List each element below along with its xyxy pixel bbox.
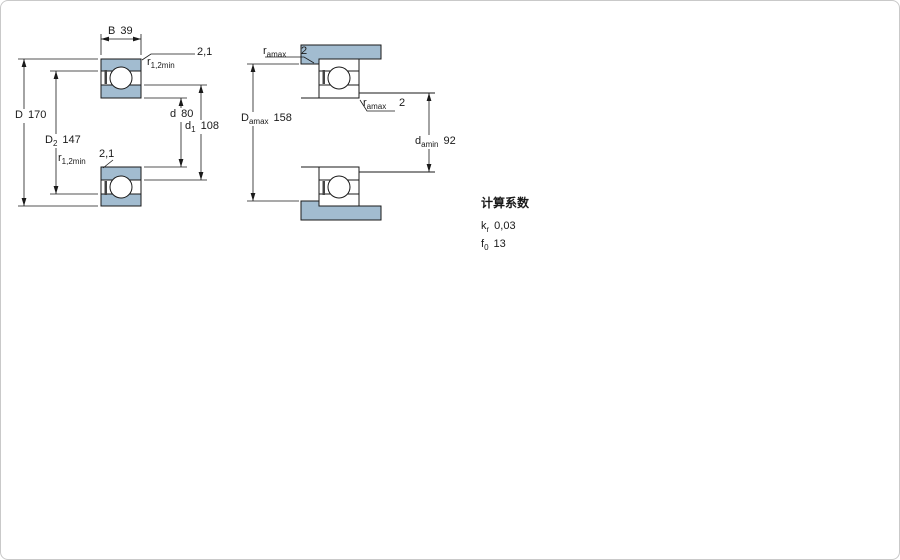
dim-d1-subscript: 1 bbox=[191, 125, 196, 135]
dim-Da-value: 158 bbox=[273, 112, 292, 124]
dim-ra-mid-value: 2 bbox=[399, 97, 405, 110]
dim-ra-top-label: ramax bbox=[263, 45, 286, 59]
dim-d1-label: d1 108 bbox=[183, 120, 221, 135]
dim-r-top-subscript: 1,2min bbox=[150, 61, 175, 71]
calculation-factors-title: 计算系数 bbox=[481, 196, 530, 211]
dim-r-top-symbol: r bbox=[147, 56, 151, 68]
dim-ra-mid-value-text: 2 bbox=[399, 97, 406, 109]
dim-D2-symbol: D bbox=[45, 134, 53, 146]
ball-bottom-mounted bbox=[327, 175, 351, 199]
dim-Da-symbol: D bbox=[241, 112, 249, 124]
dim-r-top-value-text: 2,1 bbox=[197, 46, 213, 58]
dim-r-bottom-label: r1,2min bbox=[58, 152, 86, 166]
dim-D2-label: D2 147 bbox=[43, 134, 83, 149]
left-view-dimension-lines bbox=[18, 34, 207, 207]
ball-bottom bbox=[109, 175, 133, 199]
dim-da-value: 92 bbox=[443, 135, 456, 147]
dim-r-top-label: r1,2min bbox=[147, 56, 175, 70]
dim-ra-mid-label: ramax bbox=[363, 97, 386, 111]
calc-factor-f0: f0 13 bbox=[481, 238, 506, 252]
leader-r-top bbox=[141, 53, 195, 61]
dim-ra-top-value-text: 2 bbox=[301, 45, 308, 57]
calc-factor-kr-symbol: k bbox=[481, 220, 487, 232]
dim-d-label: d 80 bbox=[168, 108, 196, 123]
left-view-cross-section bbox=[100, 58, 142, 207]
dim-ra-top-subscript: amax bbox=[266, 50, 287, 60]
calc-factor-f0-subscript: 0 bbox=[484, 243, 489, 253]
shield-top bbox=[104, 70, 107, 84]
dim-D2-value: 147 bbox=[62, 134, 81, 146]
shield-top-mounted bbox=[322, 70, 325, 84]
leader-r-bottom bbox=[102, 159, 114, 169]
leader-ra-top bbox=[265, 56, 315, 64]
dim-d-symbol: d bbox=[170, 108, 177, 120]
dim-r-bottom-symbol: r bbox=[58, 152, 62, 164]
dim-B-value: 39 bbox=[120, 25, 133, 37]
right-view-dimension-lines bbox=[247, 56, 432, 202]
right-view-abutment bbox=[300, 44, 435, 221]
dim-D-value: 170 bbox=[27, 109, 47, 121]
dim-ra-top-symbol: r bbox=[263, 45, 267, 57]
dim-Da-subscript: amax bbox=[248, 117, 269, 127]
dim-d-value: 80 bbox=[181, 108, 194, 120]
dim-ra-mid-subscript: amax bbox=[366, 102, 387, 112]
dim-Da-label: Damax 158 bbox=[239, 112, 294, 127]
calc-factor-f0-symbol: f bbox=[481, 238, 485, 250]
ball-top-mounted bbox=[327, 66, 351, 90]
dim-D-label: D 170 bbox=[13, 109, 49, 124]
dim-ra-mid-symbol: r bbox=[363, 97, 367, 109]
calc-factor-kr-subscript: r bbox=[486, 225, 490, 235]
dim-r-bottom-subscript: 1,2min bbox=[61, 157, 86, 167]
dim-D-symbol: D bbox=[15, 109, 23, 121]
dim-r-bottom-value-text: 2,1 bbox=[99, 148, 115, 160]
shield-bottom bbox=[104, 181, 107, 195]
calc-factor-kr-value: 0,03 bbox=[494, 220, 516, 232]
dim-B-label: B 39 bbox=[108, 25, 133, 39]
dim-r-top-value: 2,1 bbox=[197, 46, 212, 59]
dim-B-symbol: B bbox=[108, 25, 116, 37]
dim-ra-top-value: 2 bbox=[301, 45, 307, 58]
calculation-factors-title-text: 计算系数 bbox=[481, 196, 530, 210]
shield-bottom-mounted bbox=[322, 181, 325, 195]
ball-top bbox=[109, 66, 133, 90]
dim-D2-subscript: 2 bbox=[52, 139, 58, 149]
calc-factor-kr: kr 0,03 bbox=[481, 220, 516, 234]
leader-ra-mid bbox=[359, 99, 395, 112]
dim-d1-symbol: d bbox=[185, 120, 192, 132]
dim-r-bottom-value: 2,1 bbox=[99, 148, 114, 161]
dim-da-subscript: amin bbox=[421, 140, 439, 150]
calc-factor-f0-value: 13 bbox=[493, 238, 506, 250]
dim-d1-value: 108 bbox=[200, 120, 219, 132]
dim-da-symbol: d bbox=[415, 135, 422, 147]
dim-da-label: damin 92 bbox=[413, 135, 458, 150]
